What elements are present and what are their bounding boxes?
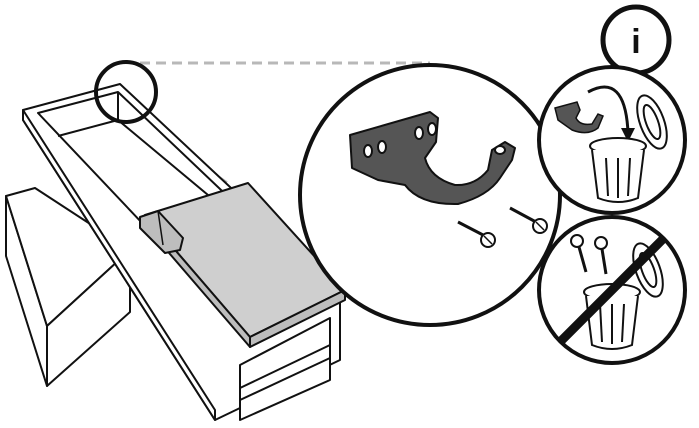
screw-1 [457,220,496,248]
small-bracket-icon [554,101,604,134]
info-icon: i [631,23,640,61]
screws-pair-icon [570,234,608,275]
appliance-drawing [5,60,346,421]
bracket-part [349,111,516,206]
highlight-circle [94,60,158,124]
no-screws-in-bin-panel [537,215,687,365]
trash-bin-icon [589,94,668,203]
detail-circle [298,63,562,327]
drawer-front [239,317,331,421]
info-badge: i [600,4,672,76]
prohibition-slash-icon [556,234,668,346]
bracket-into-bin-panel [537,65,687,215]
screw-2 [509,206,548,234]
curved-arrow-icon [587,85,630,133]
tub-left-wall [22,109,216,421]
